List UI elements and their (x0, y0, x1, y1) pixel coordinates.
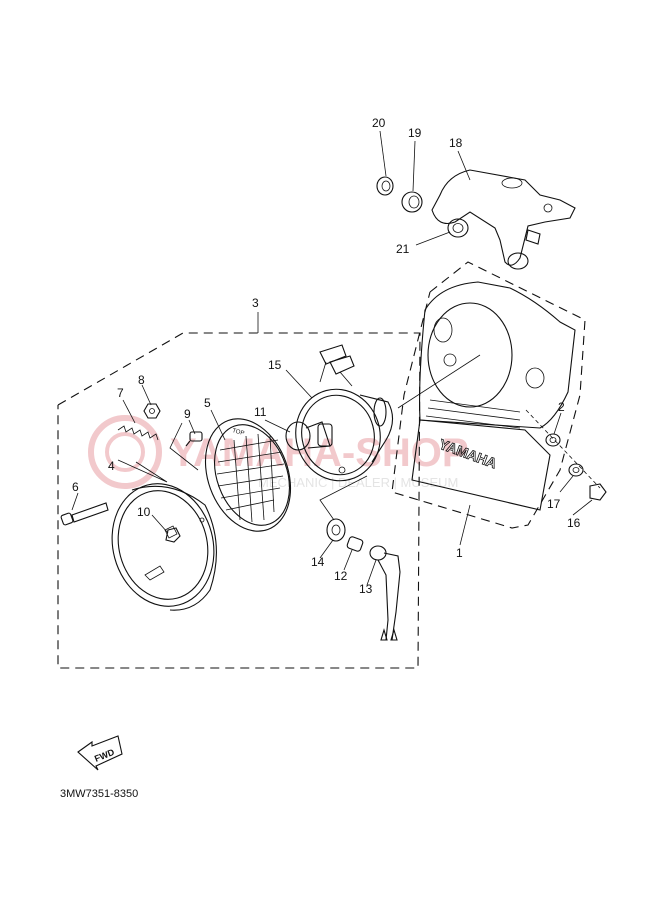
fwd-arrow-icon: FWD (77, 735, 123, 771)
label-part-1: 1 (456, 546, 463, 560)
assembly-3-boundary (57, 332, 421, 669)
headlight-bracket (431, 169, 576, 270)
screw-9 (185, 431, 203, 447)
headlight-lens: TOP (204, 418, 292, 532)
watermark-tagline: MECHANIC | DEALER | MUSEUM (258, 475, 458, 490)
fwd-label: FWD (93, 747, 116, 764)
label-part-8: 8 (138, 373, 145, 387)
nut-8 (143, 403, 161, 419)
label-part-5: 5 (204, 396, 211, 410)
watermark-logo-icon (88, 415, 162, 489)
bulb-socket-cord-13 (369, 545, 401, 641)
grommet-21 (447, 218, 469, 238)
label-part-12: 12 (334, 569, 348, 583)
label-part-4: 4 (108, 459, 115, 473)
washer-2 (545, 433, 561, 447)
headlight-bulb (285, 421, 333, 451)
label-part-20: 20 (372, 116, 386, 130)
washer-17 (568, 463, 584, 477)
label-part-7: 7 (117, 386, 124, 400)
bushing-19 (401, 191, 423, 213)
nut-10 (165, 527, 181, 543)
label-part-6: 6 (72, 480, 79, 494)
label-part-2: 2 (558, 400, 565, 414)
label-part-11: 11 (254, 405, 267, 419)
leader-lines (71, 130, 593, 586)
label-part-21: 21 (396, 242, 410, 256)
headlight-rim (111, 483, 217, 611)
label-part-3: 3 (252, 296, 259, 310)
collar-20 (376, 176, 394, 196)
label-part-19: 19 (408, 126, 422, 140)
lens-mark: TOP (231, 428, 244, 437)
label-part-14: 14 (311, 555, 325, 569)
socket-14 (326, 518, 346, 542)
headlight-reflector (295, 344, 394, 482)
label-part-9: 9 (184, 407, 191, 421)
bolt-16 (589, 483, 607, 501)
spring-7 (117, 425, 159, 441)
assembly-1-boundary (391, 261, 586, 529)
screw-6 (60, 502, 109, 526)
label-part-17: 17 (547, 497, 561, 511)
bulb-12 (346, 536, 364, 552)
label-part-16: 16 (567, 516, 581, 530)
label-part-10: 10 (137, 505, 151, 519)
part-labels: 1 2 3 4 5 6 7 8 9 10 11 12 13 14 15 16 1… (72, 116, 581, 596)
diagram-code: 3MW7351-8350 (60, 788, 138, 800)
label-part-18: 18 (449, 136, 463, 150)
label-part-13: 13 (359, 582, 373, 596)
label-part-15: 15 (268, 358, 282, 372)
